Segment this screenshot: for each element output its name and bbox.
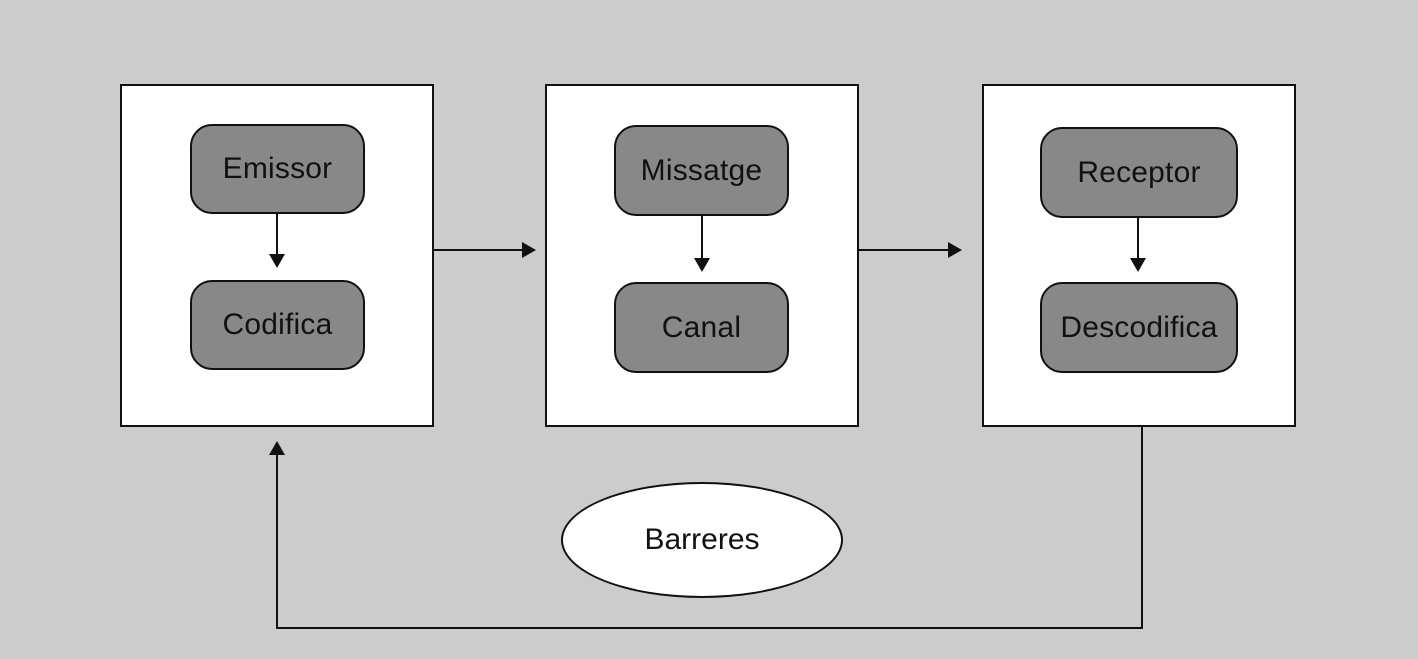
arrowhead-right-1: [522, 242, 536, 258]
message-node: Missatge: [614, 125, 789, 216]
decode-node: Descodifica: [1040, 282, 1238, 373]
receiver-node: Receptor: [1040, 127, 1238, 218]
arrowhead-right-2: [948, 242, 962, 258]
sender-node: Emissor: [190, 124, 365, 214]
arrowhead-up-feedback: [269, 441, 285, 455]
channel-node: Canal: [614, 282, 789, 373]
barriers-node: Barreres: [561, 482, 843, 598]
encode-node: Codifica: [190, 280, 365, 370]
